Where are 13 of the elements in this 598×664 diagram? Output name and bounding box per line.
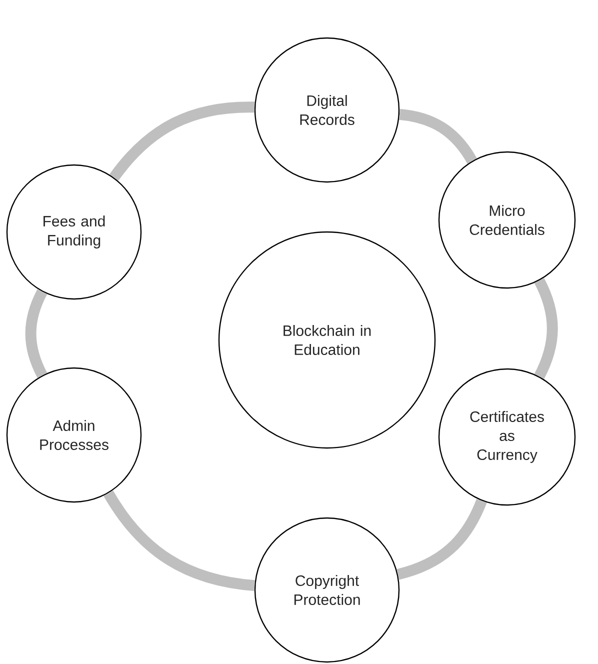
ring-arc (396, 498, 487, 580)
ring-arc (104, 490, 256, 592)
circle-node: Micro Credentials (438, 151, 576, 289)
circle-node: Blockchain in Education (218, 231, 436, 449)
ring-arc (25, 289, 48, 378)
circle-node: Fees and Funding (6, 164, 142, 300)
ring-arc (534, 278, 558, 379)
circle-node: Admin Processes (6, 367, 142, 503)
circle-node: Digital Records (254, 37, 400, 183)
ring-arc (398, 108, 477, 164)
circle-node: Certificates as Currency (438, 368, 576, 506)
ring-arc (110, 102, 254, 181)
circle-node: Copyright Protection (254, 517, 400, 663)
